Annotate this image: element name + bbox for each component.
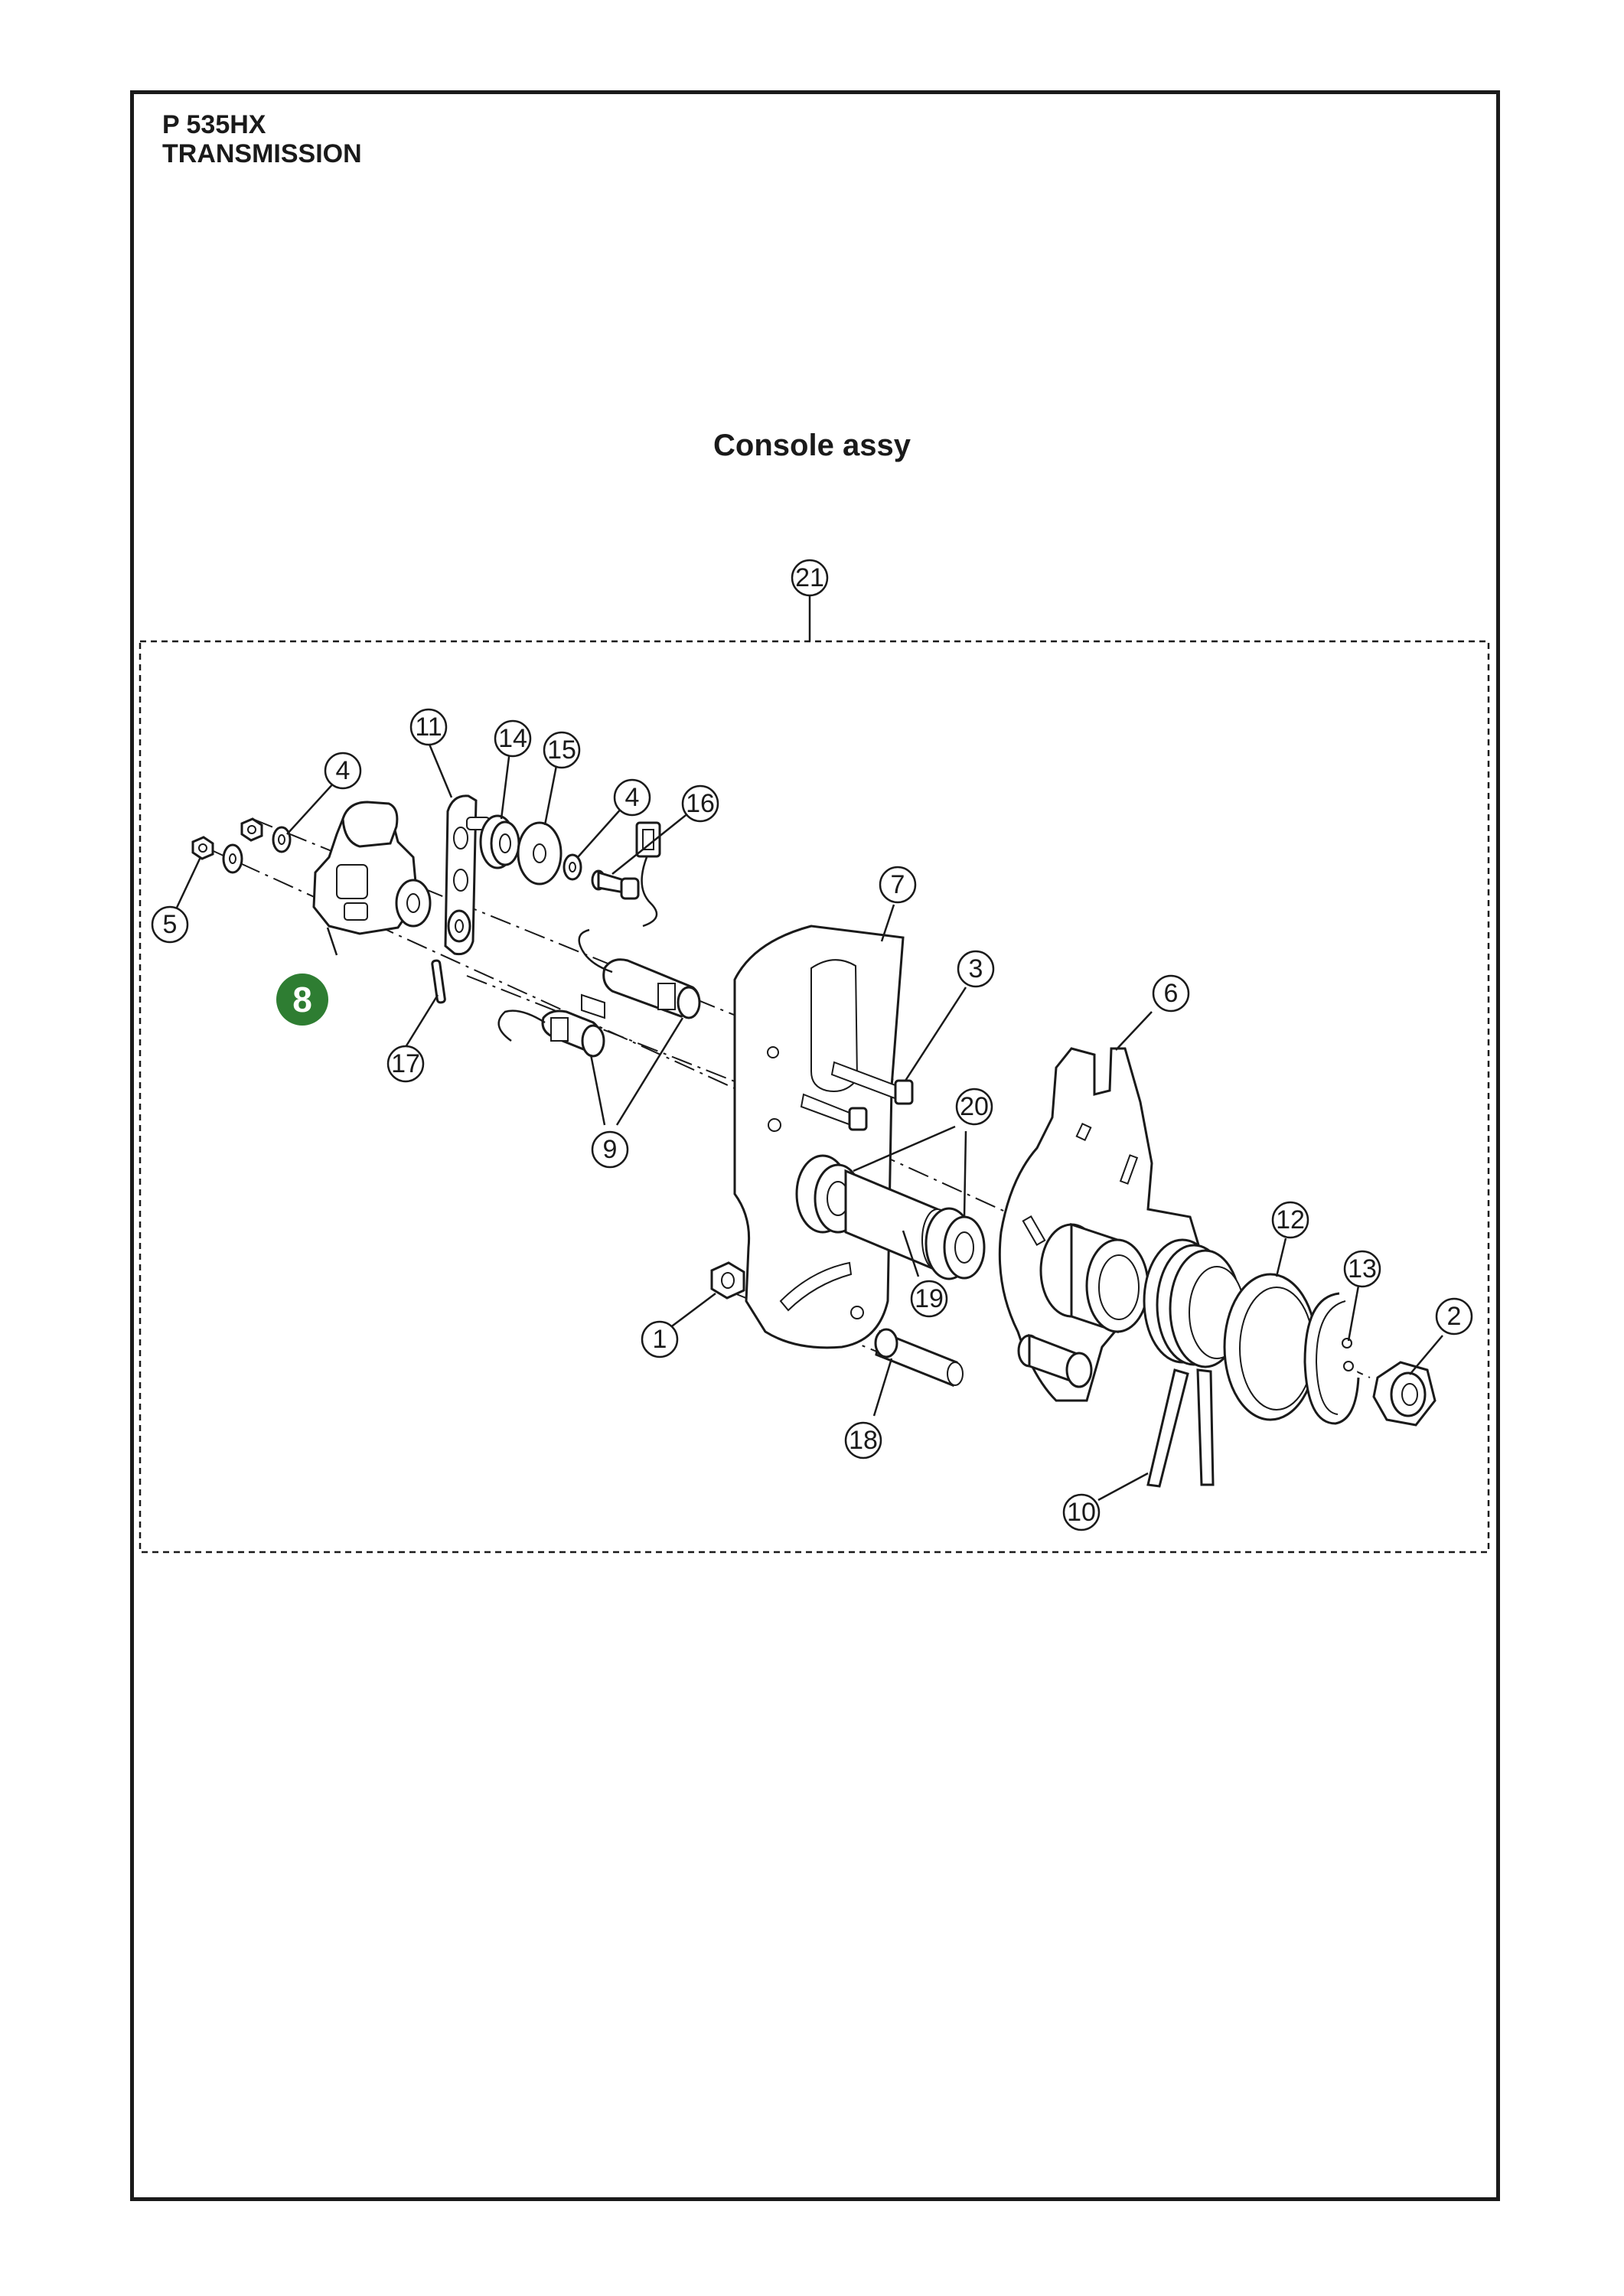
svg-text:20: 20 <box>960 1092 989 1121</box>
part-washer-5 <box>222 843 243 874</box>
page-frame <box>130 90 1500 2201</box>
callout-13: 13 <box>1343 1250 1381 1288</box>
callout-19: 19 <box>910 1280 948 1318</box>
part-bolt-3 <box>830 1061 914 1105</box>
part-bolt-3b <box>800 1093 868 1131</box>
callout-3: 3 <box>957 950 995 988</box>
part-hub-6 <box>1039 1222 1150 1334</box>
svg-text:13: 13 <box>1348 1254 1377 1283</box>
callout-7: 7 <box>879 866 917 904</box>
svg-text:16: 16 <box>686 789 715 818</box>
leader-3 <box>904 987 967 1081</box>
part-bearing-20b <box>925 1207 986 1280</box>
part-sensor-9b <box>497 993 605 1058</box>
part-nut-1 <box>710 1261 745 1300</box>
part-sensor-9a <box>578 928 701 1019</box>
callout-20: 20 <box>955 1088 993 1126</box>
callout-17: 17 <box>386 1045 425 1083</box>
leader-1 <box>669 1293 716 1329</box>
part-pin-17 <box>431 959 446 1004</box>
leader-10 <box>1097 1472 1149 1502</box>
leader-11 <box>427 742 453 798</box>
part-circlip-13 <box>1303 1292 1360 1425</box>
leader-18 <box>872 1358 893 1417</box>
svg-text:10: 10 <box>1067 1498 1096 1527</box>
leader-16 <box>611 809 693 875</box>
leader-6 <box>1115 1011 1153 1051</box>
part-screw-16 <box>591 869 640 900</box>
callout-8-highlighted: 8 <box>276 974 328 1026</box>
callout-16: 16 <box>681 784 719 823</box>
svg-text:15: 15 <box>547 735 576 765</box>
svg-text:17: 17 <box>391 1049 420 1078</box>
svg-text:18: 18 <box>849 1426 878 1455</box>
svg-text:6: 6 <box>1164 979 1179 1008</box>
callout-9: 9 <box>591 1130 629 1169</box>
svg-text:12: 12 <box>1276 1205 1305 1234</box>
svg-text:4: 4 <box>336 756 351 785</box>
part-pin-6 <box>1017 1333 1093 1388</box>
part-nut-5 <box>191 836 214 860</box>
part-bearing-14 <box>479 814 520 869</box>
part-lever-11 <box>444 794 491 956</box>
leader-9b <box>615 1017 684 1126</box>
part-locknut-2 <box>1372 1361 1436 1427</box>
leader-12 <box>1275 1238 1287 1277</box>
leader-8 <box>326 927 338 956</box>
leader-2 <box>1409 1335 1443 1375</box>
callout-10: 10 <box>1062 1493 1101 1531</box>
diagram-title: Console assy <box>713 429 911 462</box>
callout-6: 6 <box>1152 974 1190 1013</box>
callout-1: 1 <box>641 1320 679 1358</box>
part-lever-6 <box>998 1047 1203 1402</box>
callout-5: 5 <box>151 905 189 944</box>
assembly-boundary <box>139 640 1490 1554</box>
leader-9a <box>589 1054 606 1126</box>
callout-15: 15 <box>543 731 581 769</box>
svg-text:11: 11 <box>415 713 442 742</box>
section-label: TRANSMISSION <box>162 139 362 168</box>
part-switch-8 <box>312 801 432 935</box>
leader-20a <box>853 1125 956 1172</box>
part-washer-4 <box>272 826 292 853</box>
callout-21: 21 <box>791 559 829 597</box>
callout-4b: 4 <box>613 778 651 817</box>
svg-text:4: 4 <box>625 783 640 812</box>
svg-text:3: 3 <box>969 954 983 983</box>
callout-14: 14 <box>494 719 532 758</box>
model-label: P 535HX <box>162 110 266 139</box>
leader-7 <box>880 904 895 942</box>
part-stud-18 <box>874 1328 964 1388</box>
leader-19 <box>902 1230 920 1277</box>
callout-4a: 4 <box>324 752 362 790</box>
part-washer-15 <box>517 821 563 885</box>
part-washer-4b <box>563 853 582 881</box>
callout-12: 12 <box>1271 1201 1309 1239</box>
callout-11: 11 <box>409 708 448 746</box>
callout-2: 2 <box>1435 1297 1473 1336</box>
svg-text:8: 8 <box>292 980 312 1019</box>
leader-13 <box>1347 1285 1360 1342</box>
part-plate-7 <box>733 925 905 1349</box>
svg-text:14: 14 <box>498 724 527 753</box>
part-connector-16 <box>635 821 661 928</box>
svg-text:2: 2 <box>1447 1302 1462 1331</box>
axis-lower <box>466 975 866 1133</box>
svg-text:1: 1 <box>653 1325 667 1354</box>
svg-text:19: 19 <box>915 1284 944 1313</box>
svg-text:9: 9 <box>603 1135 618 1164</box>
part-washer-12 <box>1223 1273 1318 1421</box>
svg-text:7: 7 <box>891 870 905 899</box>
svg-text:5: 5 <box>163 910 178 939</box>
leader-20b <box>963 1130 967 1218</box>
callout-18: 18 <box>844 1421 882 1459</box>
part-nut-4 <box>240 817 263 842</box>
svg-text:21: 21 <box>795 563 824 592</box>
leader-17 <box>404 994 439 1048</box>
